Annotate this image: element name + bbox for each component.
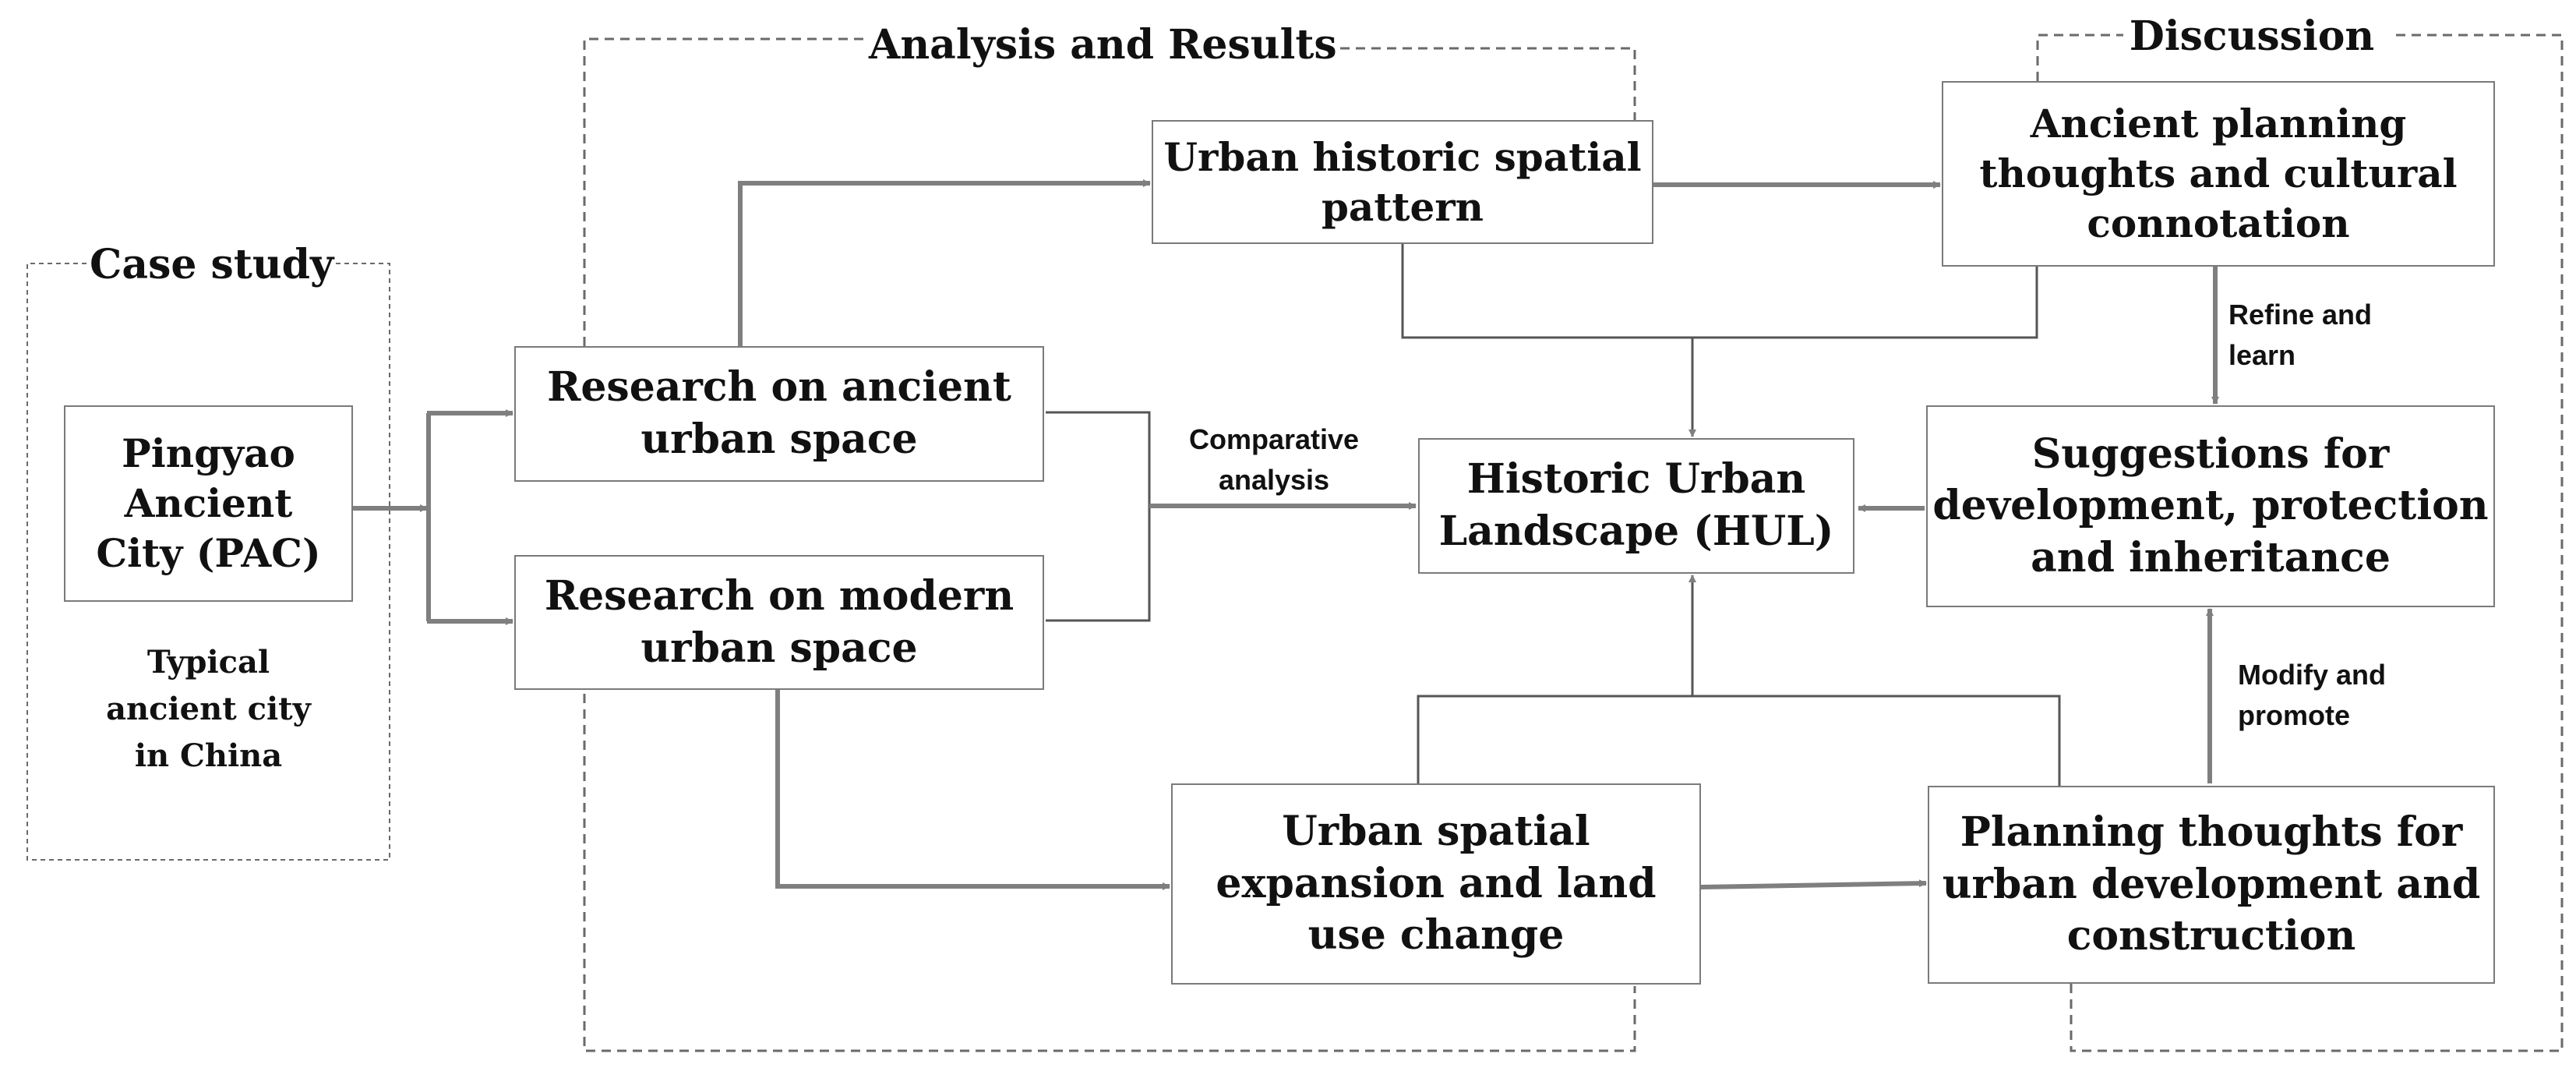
node-research-modern-urban-space: Research on modern urban space: [514, 555, 1044, 690]
node-pingyao-ancient-city: Pingyao Ancient City (PAC): [64, 405, 353, 602]
arrow-modern-to-expansion: [775, 690, 1170, 890]
node-ancient-planning-thoughts: Ancient planning thoughts and cultural c…: [1942, 81, 2495, 267]
node-research-ancient-urban-space: Research on ancient urban space: [514, 346, 1044, 482]
node-urban-historic-spatial-pattern: Urban historic spatial pattern: [1152, 120, 1653, 244]
label-comparative-analysis: Comparative analysis: [1188, 423, 1360, 497]
label-modify-and-promote: Modify and promote: [2238, 659, 2386, 732]
comparative-bracket: [1046, 411, 1151, 622]
analysis-dashed-border: [583, 37, 1636, 1052]
discussion-title: Discussion: [2123, 16, 2380, 57]
case-study-dashed-border: [26, 263, 390, 861]
top-merge-line: [1401, 244, 2038, 339]
node-suggestions: Suggestions for development, protection …: [1926, 405, 2495, 607]
label-refine-and-learn: Refine and learn: [2228, 299, 2373, 372]
pac-description: Typical ancient city in China: [106, 644, 311, 774]
node-urban-spatial-expansion: Urban spatial expansion and land use cha…: [1171, 783, 1701, 985]
node-historic-urban-landscape: Historic Urban Landscape (HUL): [1418, 438, 1854, 574]
node-planning-thoughts-development: Planning thoughts for urban development …: [1928, 786, 2495, 984]
arrow-ancient-to-historic-pattern: [738, 179, 1151, 346]
discussion-dashed-border: [2036, 34, 2564, 1052]
arrow-expansion-to-planning-thoughts: [1700, 879, 1927, 889]
case-study-title: Case study: [90, 241, 334, 288]
bottom-merge-line: [1417, 695, 2061, 787]
analysis-results-title: Analysis and Results: [869, 21, 1337, 69]
